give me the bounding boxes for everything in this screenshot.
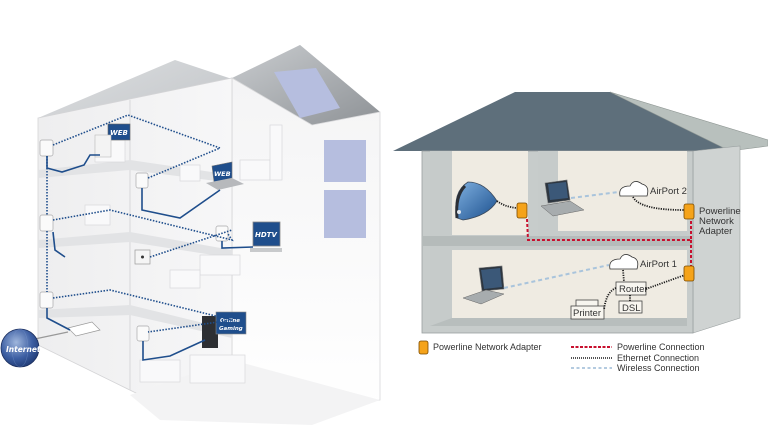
right-house: AirPort 2 AirPort 1 Router DSL Printer bbox=[393, 91, 768, 334]
legend-wireless-label: Wireless Connection bbox=[617, 363, 700, 373]
airport-2-label: AirPort 2 bbox=[650, 186, 687, 197]
internet-label: Internet bbox=[6, 345, 41, 354]
legend-ethernet-label: Ethernet Connection bbox=[617, 353, 699, 363]
printer-box bbox=[570, 305, 605, 320]
powerline-adapter-upper-right bbox=[683, 203, 695, 220]
upstairs-pc-screen-label: WEB bbox=[110, 129, 128, 137]
left-adapter-mid bbox=[39, 214, 54, 232]
printer-label: Printer bbox=[573, 308, 601, 319]
upstairs-pc-monitor bbox=[107, 123, 131, 141]
hdtv-screen bbox=[252, 221, 281, 247]
floor-upper bbox=[38, 160, 232, 183]
floor-ground bbox=[38, 305, 232, 338]
powerline-connection-path bbox=[526, 216, 692, 241]
adapter-callout-line1: Powerline bbox=[699, 206, 741, 217]
powerline-adapter-lower-right bbox=[683, 265, 695, 282]
left-adapter-low bbox=[39, 291, 54, 309]
wireless-connection-paths bbox=[503, 191, 620, 289]
right-side-wall bbox=[692, 145, 741, 334]
right-roof-side bbox=[609, 91, 768, 152]
powerline-adapter-imac bbox=[516, 202, 528, 219]
airport-1-icon bbox=[609, 254, 639, 270]
airport-2-icon bbox=[619, 181, 649, 197]
airport-1-label: AirPort 1 bbox=[640, 259, 677, 270]
gaming-adapter bbox=[136, 325, 150, 342]
laptop-upper bbox=[540, 179, 585, 217]
left-adapter-top bbox=[39, 139, 54, 157]
hdtv-screen-label: HDTV bbox=[255, 231, 277, 239]
adapter-callout-line2: Network bbox=[699, 216, 734, 227]
left-house: WEB WEB HDTV Online Gaming bbox=[0, 45, 381, 425]
dsl-label: DSL bbox=[622, 303, 640, 314]
laptop-screen-label: WEB bbox=[214, 170, 231, 178]
legend-adapter-swatch bbox=[418, 340, 429, 355]
router-label: Router bbox=[619, 284, 648, 295]
legend-powerline-label: Powerline Connection bbox=[617, 342, 705, 352]
floor-middle bbox=[38, 232, 232, 258]
side-window-upper bbox=[324, 140, 366, 182]
legend: Powerline Network Adapter Powerline Conn… bbox=[418, 340, 705, 373]
laptop-lower bbox=[462, 265, 505, 305]
modem bbox=[67, 321, 101, 337]
side-window-lower bbox=[324, 190, 366, 238]
ethernet-connection-paths bbox=[496, 196, 686, 311]
right-roof-front bbox=[393, 92, 730, 151]
gaming-screen-label-2: Gaming bbox=[219, 326, 243, 332]
gaming-screen-label-1: Online bbox=[220, 318, 240, 324]
adapter-callout-line3: Adapter bbox=[699, 226, 732, 237]
imac-computer bbox=[455, 181, 498, 221]
gaming-tower bbox=[202, 316, 218, 348]
legend-adapter-label: Powerline Network Adapter bbox=[433, 342, 542, 352]
roof-skylight bbox=[274, 68, 340, 118]
laptop-adapter bbox=[135, 172, 149, 189]
